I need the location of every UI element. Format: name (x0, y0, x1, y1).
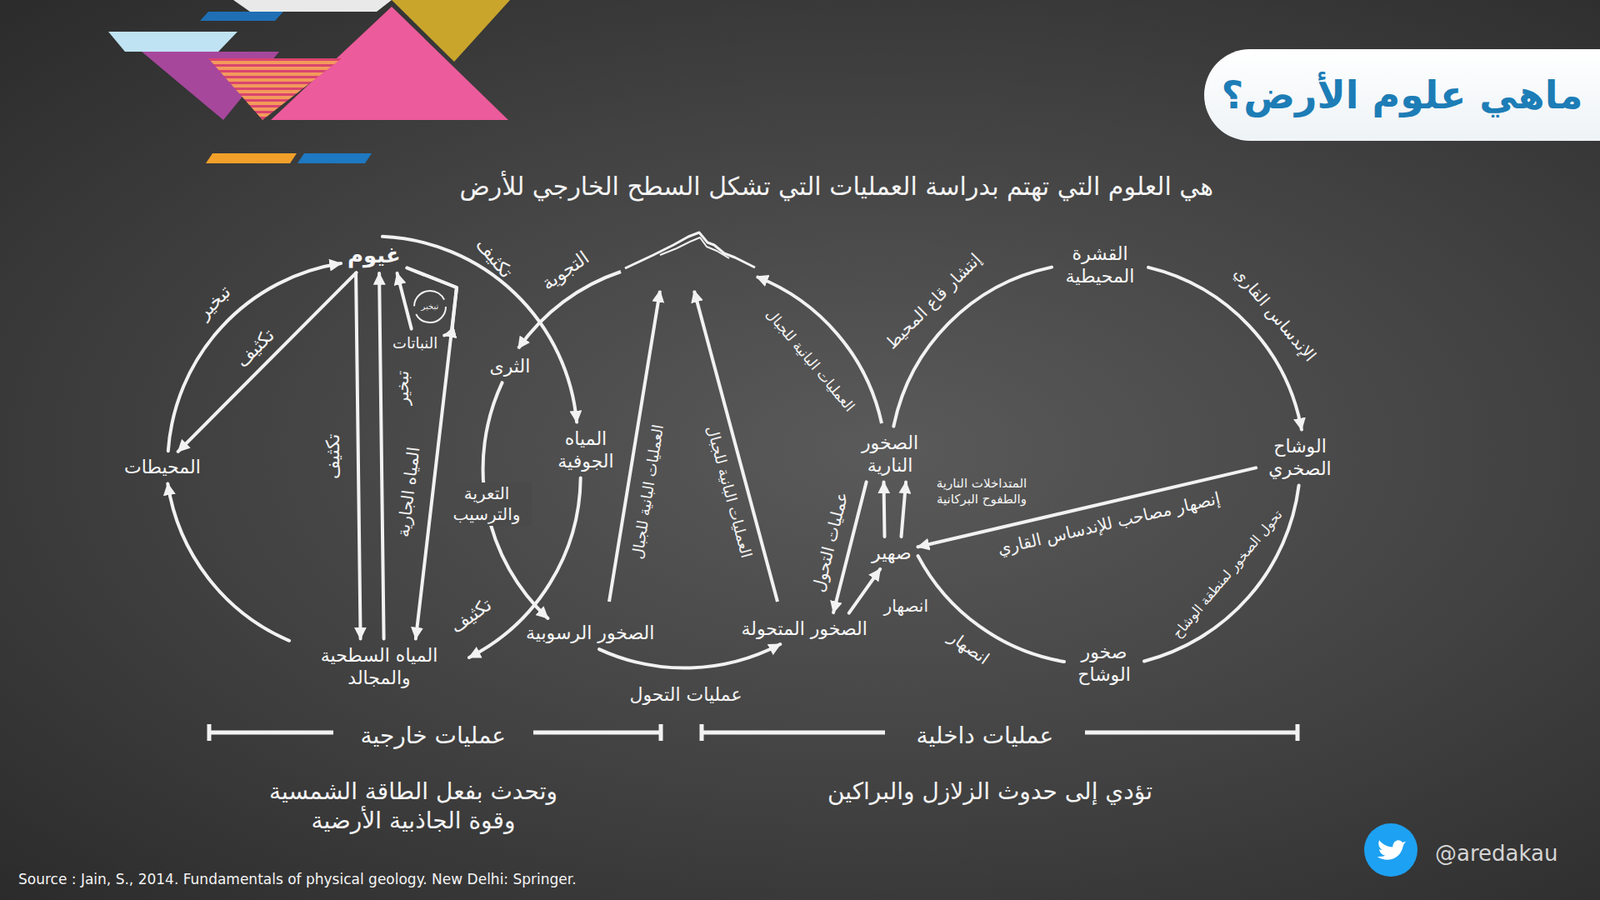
cycle-arrow (599, 644, 780, 668)
edge-label: تكثيف (321, 434, 345, 480)
source-note: Source : Jain, S., 2014. Fundamentals of… (18, 870, 577, 889)
cycle-node: صهير (867, 539, 916, 568)
cycle-arrow (379, 273, 385, 640)
mountain-outline (660, 237, 730, 259)
node-text: المياه السطحية والمجالد (295, 644, 463, 690)
twitter-bird (1377, 840, 1407, 860)
title: ماهي علوم الأرض؟ (1220, 72, 1583, 118)
cycle-arrow (407, 268, 458, 336)
cycle-arrow (849, 569, 880, 614)
edge-label: تكثيف (230, 324, 280, 373)
cycle-node: النباتات (388, 331, 442, 356)
cycle-node: صخور الوشاح (1066, 638, 1142, 690)
cycle-arrow (178, 272, 357, 452)
edge-label: المتداخلات النارية والطفوح البركانية (919, 475, 1045, 508)
title-box: ماهي علوم الأرض؟ (1204, 49, 1600, 141)
edge-label: انصهار (884, 595, 929, 617)
node-text: الصخور الرسوبية (525, 621, 655, 645)
node-text: صهير (871, 541, 912, 565)
text-label: العمليات البانية للجبال (761, 305, 858, 415)
text-label: عمليات داخلية (916, 720, 1055, 750)
cycle-icon (414, 290, 446, 323)
decor-triangle (208, 58, 342, 120)
mountain-outline (625, 232, 755, 269)
decor-band (233, 0, 392, 12)
edge-label: عمليات التحول (630, 683, 743, 707)
text-label: تبخير (421, 301, 440, 313)
edge-label: الإندساس القاري (1229, 262, 1320, 365)
node-text: المياه الجوفية (548, 427, 624, 474)
text-label: تؤدي إلى حدوث الزلازل والبراكين (827, 776, 1153, 806)
cycle-arrow (893, 267, 1052, 427)
node-text: غيوم (347, 241, 401, 270)
edge-label: التعرية والترسيب (440, 482, 533, 526)
cycle-arrow (918, 555, 1065, 662)
edge-label: تبخير (392, 370, 414, 405)
cycle-arrow (397, 273, 412, 330)
node-text: القشرة المحيطية (1058, 242, 1142, 289)
cycle-node: القشرة المحيطية (1054, 240, 1146, 291)
decor-band (108, 31, 238, 52)
text-label: @aredakau (1435, 840, 1559, 868)
decor-bar (297, 153, 372, 164)
cycle-node: الصخور المتحولة (737, 615, 872, 644)
cycle-node: الوشاح الصخري (1258, 432, 1342, 484)
cycle-arrow (355, 273, 361, 640)
edge-label: إنتشار قاع المحيط (880, 248, 985, 353)
text-label: عمليات خارجية (360, 720, 507, 750)
decor-bar (205, 153, 297, 164)
text-label: هي العلوم التي تهتم بدراسة العمليات التي… (460, 170, 1215, 203)
cycle-node: غيوم (343, 239, 405, 272)
edge-label: المياه الجارية (392, 445, 425, 538)
cycle-arrow (382, 236, 577, 423)
cycle-node: المياه الجوفية (544, 425, 628, 476)
cycle-node: المحيطات (120, 453, 205, 482)
node-text: النباتات (392, 334, 438, 354)
process-arrow (756, 276, 882, 424)
node-text: الصخور النارية (852, 431, 928, 478)
cycle-arrow (167, 483, 290, 640)
node-text: الوشاح الصخري (1262, 435, 1338, 481)
decor-band (200, 11, 284, 21)
cycle-node: الثرى (485, 352, 535, 381)
node-text: الثرى (490, 355, 531, 379)
edge-label: تكثيف (470, 233, 518, 283)
process-arrow (518, 271, 621, 349)
edge-label: انصهار (944, 625, 993, 669)
node-text: الصخور المتحولة (741, 617, 868, 641)
cycle-node: الصخور النارية (848, 429, 932, 480)
twitter-icon (1364, 823, 1418, 877)
cycle-arrow (884, 482, 885, 538)
cycle-node: المياه السطحية والمجالد (291, 641, 467, 693)
cycle-arrow (168, 263, 341, 451)
text-label: وتحدث بفعل الطاقة الشمسية وقوة الجاذبية … (263, 776, 564, 835)
node-text: المحيطات (124, 455, 201, 480)
cycle-arrow (901, 482, 907, 538)
edge-label: تحول الصخور لمنطقة الوشاح (1169, 506, 1286, 642)
process-arrow (694, 290, 778, 602)
cycle-arrow (1148, 267, 1302, 430)
edge-label: عمليات التحول (807, 489, 853, 594)
node-text: صخور الوشاح (1070, 640, 1138, 687)
edge-label: تكثيف (445, 593, 496, 639)
edge-label: إنصهار مصاحب للإندساس القاري (995, 487, 1222, 560)
cycle-node: الصخور الرسوبية (521, 619, 659, 648)
